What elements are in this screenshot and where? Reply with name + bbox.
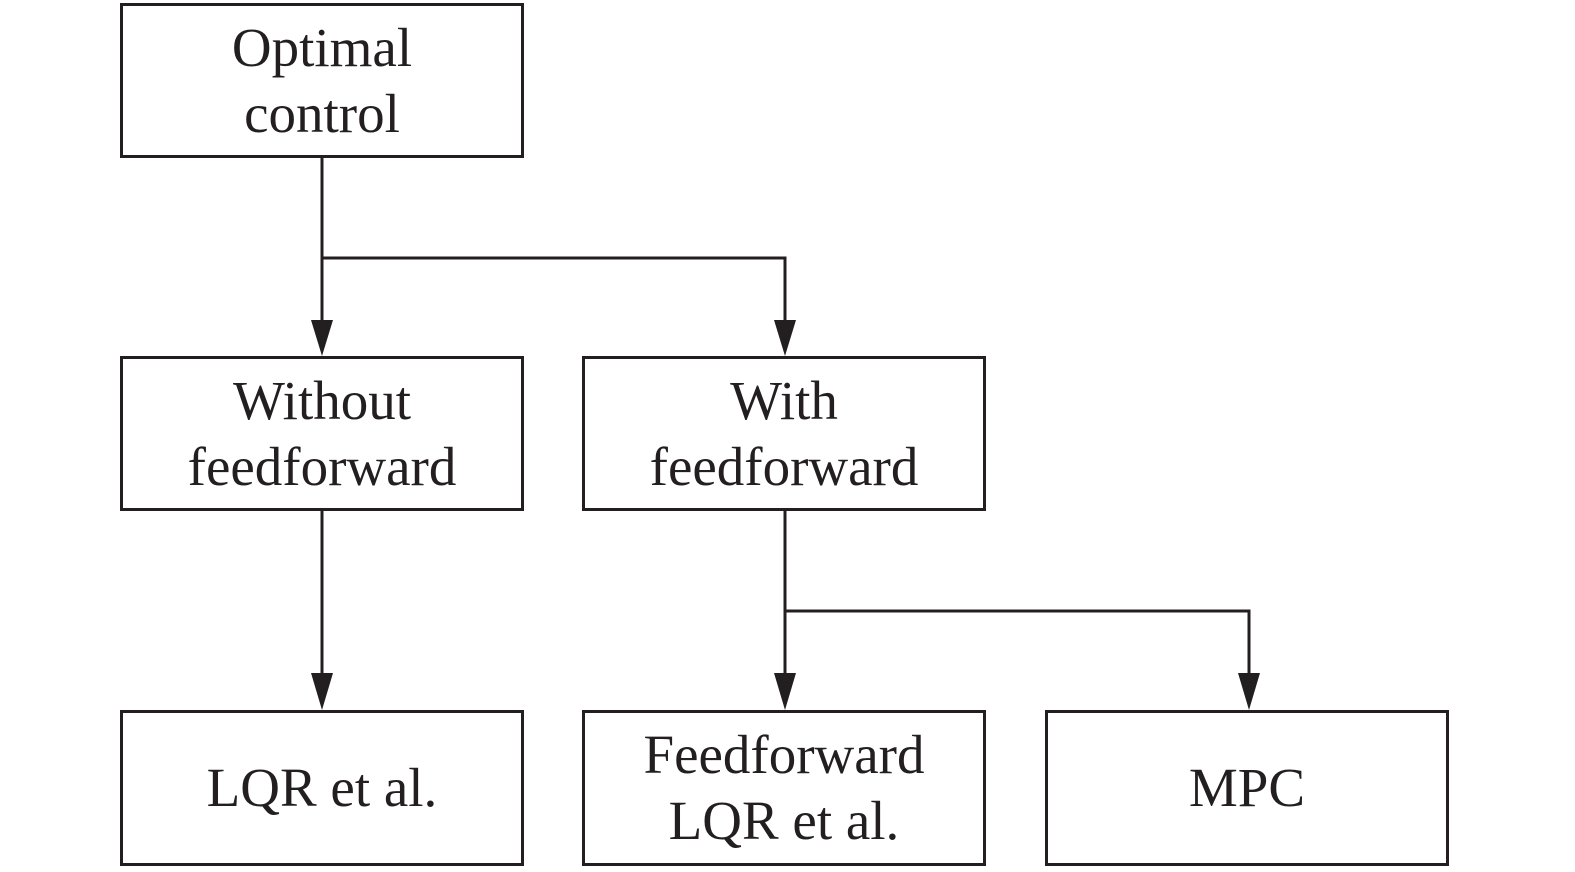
node-with-feedforward: With feedforward — [582, 356, 986, 511]
node-mpc-line-1: MPC — [1188, 757, 1306, 818]
node-with-feedforward-line-1: With — [730, 369, 838, 431]
node-optimal-control-line-1: Optimal — [231, 16, 413, 78]
arrowhead-to-mpc — [1238, 673, 1260, 710]
node-lqr: LQR et al. — [120, 710, 524, 866]
node-feedforward-lqr-line-2: LQR et al. — [668, 790, 900, 851]
node-without-feedforward-line-1: Without — [232, 369, 412, 431]
node-mpc: MPC — [1045, 710, 1449, 866]
node-without-feedforward: Without feedforward — [120, 356, 524, 511]
node-with-feedforward-line-2: feedforward — [649, 435, 919, 497]
arrowhead-to-lqr — [311, 673, 333, 710]
node-feedforward-lqr-line-1: Feedforward — [643, 724, 925, 785]
edge-with-branch — [785, 609, 1251, 675]
arrowhead-to-without — [311, 320, 333, 356]
edge-root-branch — [322, 256, 787, 322]
node-optimal-control: Optimal control — [120, 3, 524, 158]
arrowhead-to-feedforward-lqr — [774, 673, 796, 710]
node-lqr-line-1: LQR et al. — [206, 757, 438, 818]
node-feedforward-lqr: Feedforward LQR et al. — [582, 710, 986, 866]
node-optimal-control-line-2: control — [244, 82, 400, 144]
arrowhead-to-with — [774, 320, 796, 356]
node-without-feedforward-line-2: feedforward — [187, 435, 457, 497]
